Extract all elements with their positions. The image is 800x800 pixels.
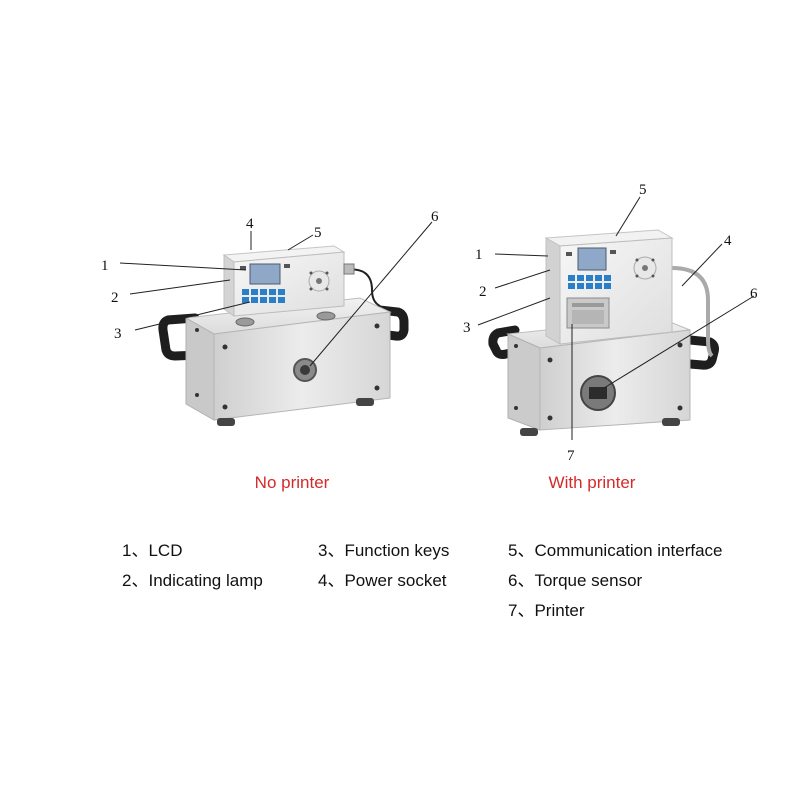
left-device — [158, 245, 409, 426]
right-callout-2: 2 — [479, 284, 487, 300]
legend-item-indicating-lamp: 2、Indicating lamp — [122, 571, 263, 590]
right-lcd-icon — [577, 247, 607, 271]
left-callout-5: 5 — [314, 225, 322, 241]
right-function-keys-icon — [568, 275, 611, 289]
right-callout-7: 7 — [567, 448, 575, 464]
right-base-front — [507, 333, 541, 431]
legend-item-communication-interface: 5、Communication interface — [508, 541, 723, 560]
left-callout-6: 6 — [431, 209, 439, 225]
left-callout-4: 4 — [246, 216, 254, 232]
left-base-front — [185, 317, 215, 421]
right-device — [488, 229, 719, 436]
right-callout-3: 3 — [463, 320, 471, 336]
legend-item-torque-sensor: 6、Torque sensor — [508, 571, 643, 590]
left-handle-left — [158, 313, 205, 361]
caption-no-printer: No printer — [254, 473, 330, 492]
right-callout-6: 6 — [750, 286, 758, 302]
left-handle-right — [375, 305, 409, 341]
left-callout-3: 3 — [114, 326, 122, 342]
right-base-side — [539, 329, 691, 431]
legend-item-lcd: 1、LCD — [122, 541, 183, 560]
right-leader-lines — [477, 196, 755, 440]
right-handle-right — [685, 335, 719, 370]
left-callouts: 1 2 3 4 5 6 — [101, 209, 439, 342]
left-function-keys-icon — [242, 289, 285, 303]
caption-with-printer: With printer — [548, 473, 636, 492]
right-callout-4: 4 — [724, 233, 732, 249]
legend-item-printer: 7、Printer — [508, 601, 585, 620]
right-handle-left — [488, 325, 520, 359]
left-lcd-icon — [249, 263, 281, 285]
legend-item-function-keys: 3、Function keys — [318, 541, 450, 560]
legend-item-power-socket: 4、Power socket — [318, 571, 447, 590]
right-callout-1: 1 — [475, 247, 483, 263]
right-callouts: 1 2 3 4 5 6 7 — [463, 182, 758, 464]
left-leader-lines — [119, 221, 433, 367]
left-callout-1: 1 — [101, 258, 109, 274]
right-callout-5: 5 — [639, 182, 647, 198]
right-indicator-body — [545, 237, 561, 345]
left-callout-2: 2 — [111, 290, 119, 306]
